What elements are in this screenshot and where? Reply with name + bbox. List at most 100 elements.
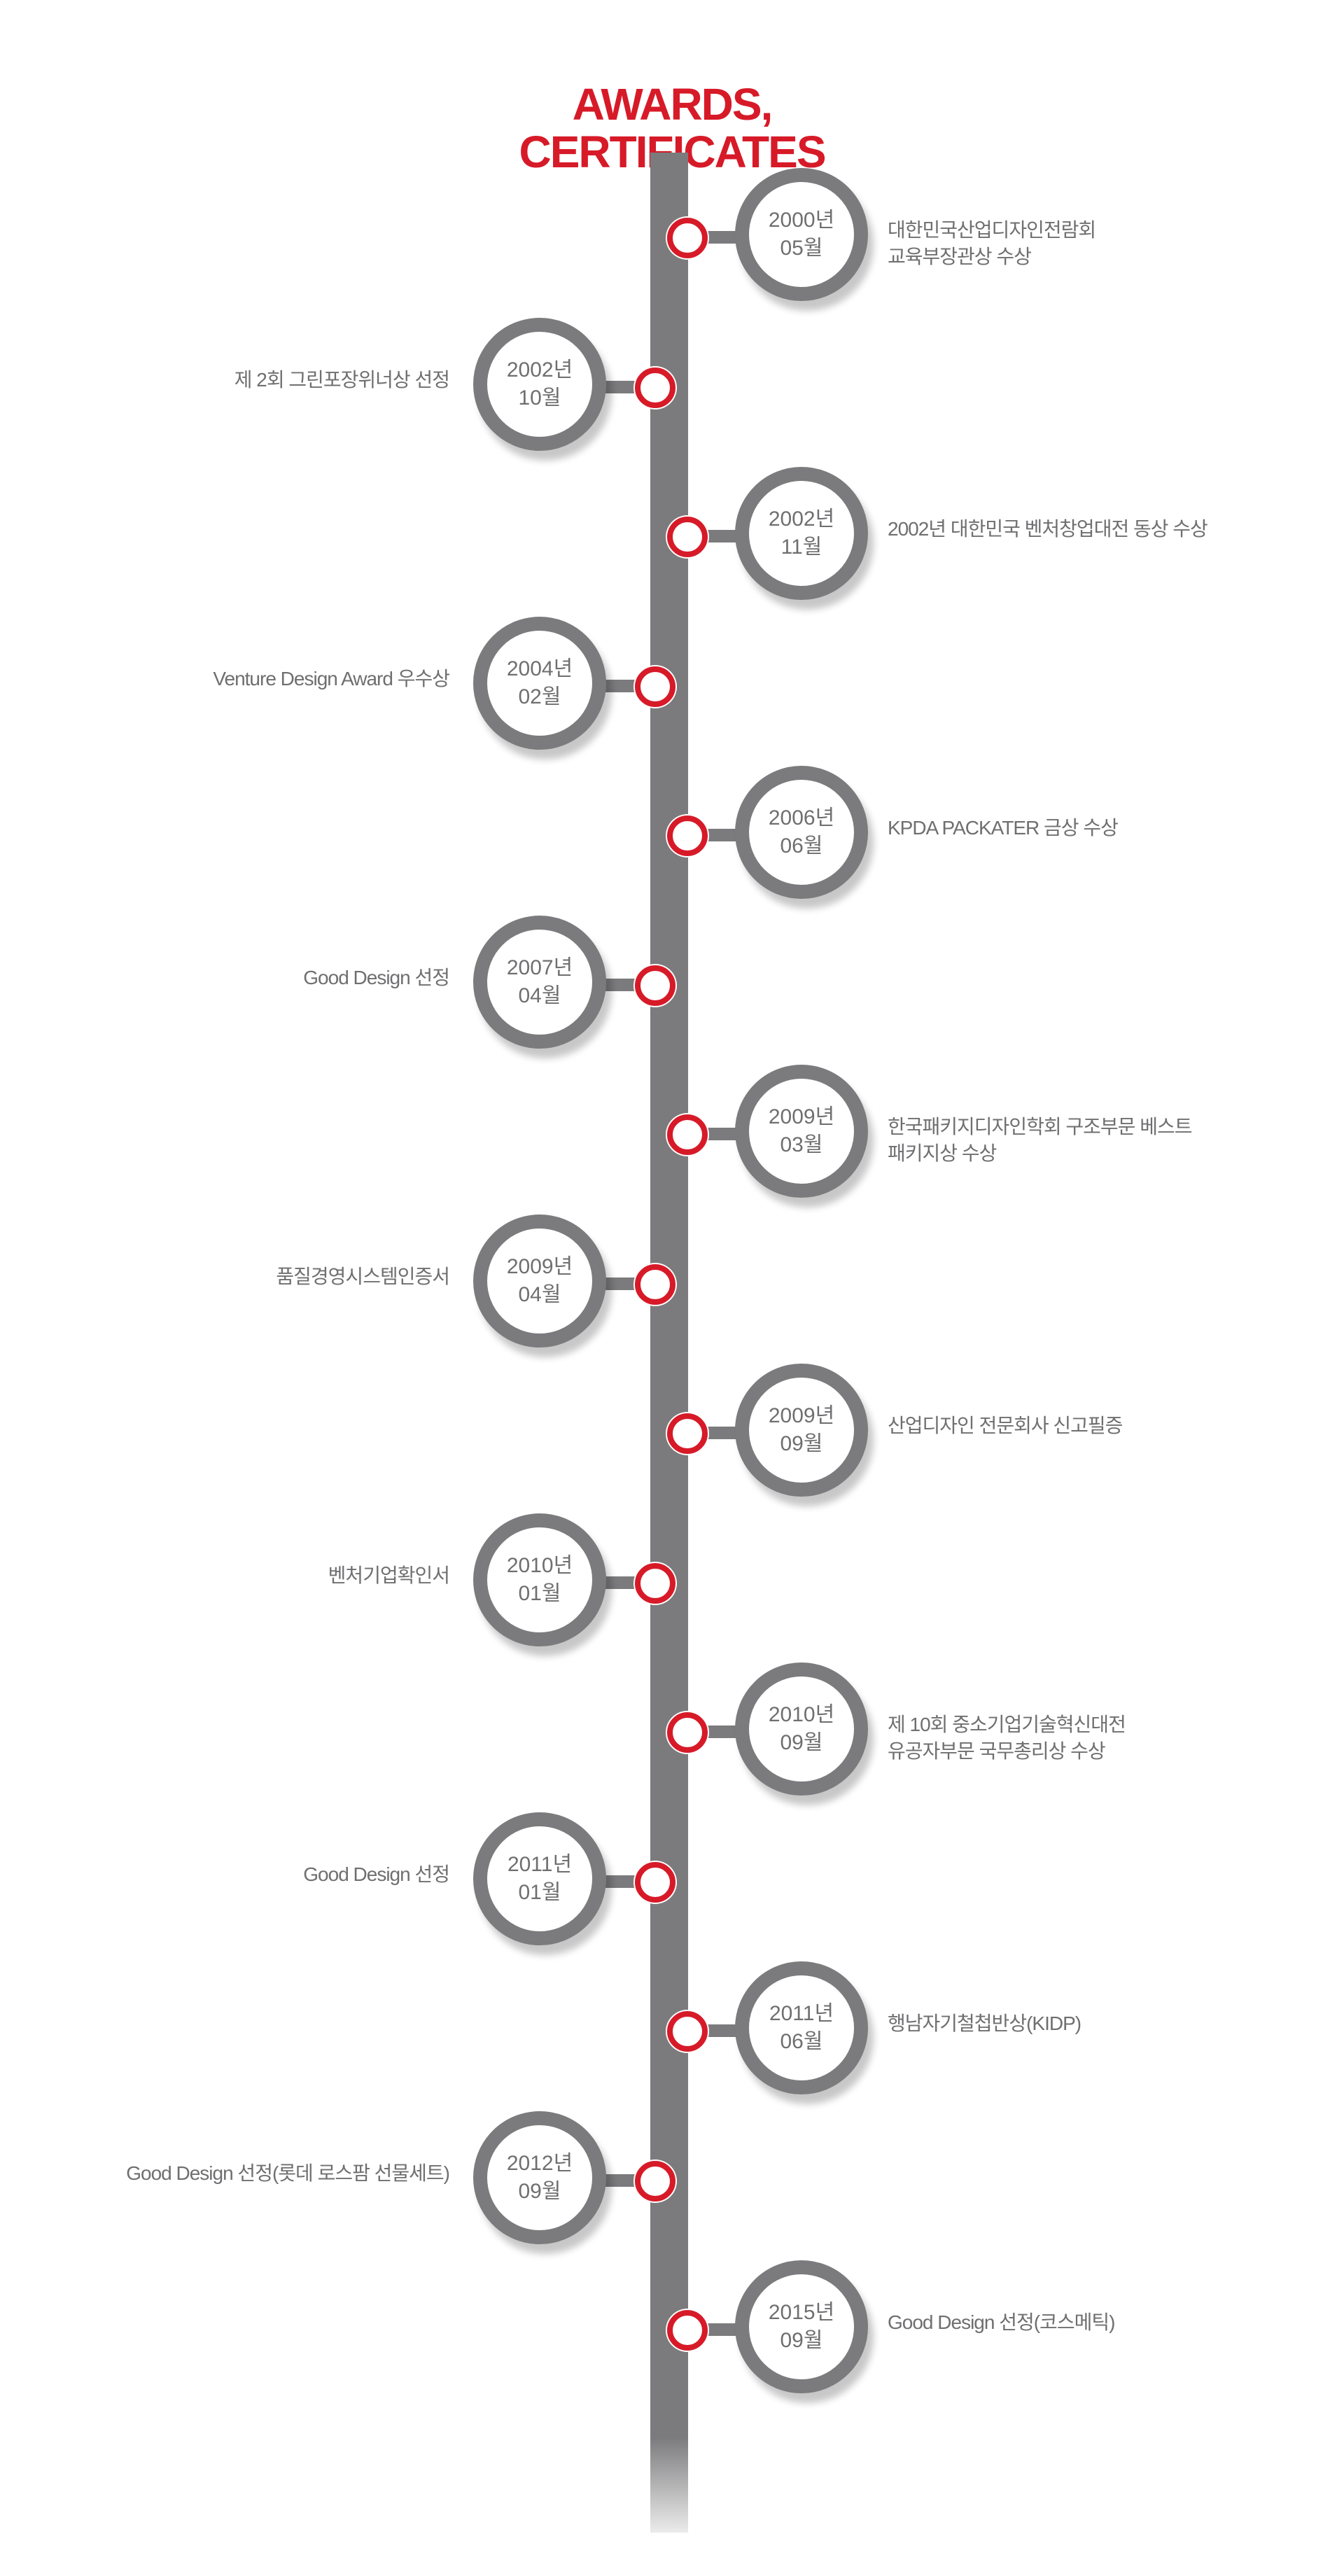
timeline-connector	[596, 680, 638, 692]
date-month: 01월	[518, 1582, 561, 1605]
award-description-line: 산업디자인 전문회사 신고필증	[888, 1415, 1123, 1436]
date-month: 06월	[780, 2030, 823, 2053]
date-year: 2015년	[768, 2301, 835, 2324]
award-description-line: 제 10회 중소기업기술혁신대전	[888, 1714, 1126, 1735]
date-year: 2002년	[506, 358, 573, 382]
date-month: 04월	[518, 1283, 561, 1306]
award-description-line: Good Design 선정	[303, 1863, 450, 1885]
timeline-connector	[596, 381, 638, 393]
award-description-line: Good Design 선정	[303, 967, 450, 988]
date-year: 2007년	[506, 956, 573, 979]
award-description-line: 제 2회 그린포장위너상 선정	[234, 369, 450, 391]
date-year: 2010년	[768, 1703, 835, 1726]
timeline-connector	[700, 829, 742, 841]
date-month: 02월	[518, 685, 561, 708]
award-description-line: 패키지상 수상	[888, 1142, 997, 1164]
award-description: Good Design 선정(코스메틱)	[888, 2309, 1115, 2336]
date-month: 10월	[518, 386, 561, 410]
date-bubble: 2002년 11월	[735, 467, 868, 600]
timeline-node-marker	[635, 1563, 676, 1604]
timeline-node-marker	[635, 368, 676, 408]
award-description: Venture Design Award 우수상	[213, 666, 450, 692]
award-description-line: Good Design 선정(롯데 로스팜 선물세트)	[126, 2162, 450, 2184]
award-description-line: 벤처기업확인서	[328, 1564, 450, 1586]
date-month: 09월	[780, 1432, 823, 1455]
timeline-node-marker	[635, 965, 676, 1006]
timeline-node-marker	[635, 666, 676, 707]
date-bubble: 2011년 06월	[735, 1961, 868, 2094]
award-description-line: 유공자부문 국무총리상 수상	[888, 1740, 1106, 1762]
timeline-node-marker	[667, 816, 708, 856]
timeline-node-marker	[667, 2310, 708, 2351]
date-bubble: 2010년 09월	[735, 1662, 868, 1795]
timeline-entry: 2015년 09월 Good Design 선정(코스메틱)	[0, 2260, 1344, 2400]
date-month: 09월	[780, 2329, 823, 2352]
timeline-connector	[596, 979, 638, 991]
award-description-line: KPDA PACKATER 금상 수상	[888, 817, 1119, 839]
timeline-connector	[700, 1427, 742, 1439]
award-description-line: Venture Design Award 우수상	[213, 668, 450, 690]
award-description: 제 2회 그린포장위너상 선정	[234, 367, 450, 393]
timeline-node-marker	[667, 1712, 708, 1753]
timeline-entry: 2002년 11월 2002년 대한민국 벤처창업대전 동상 수상	[0, 467, 1344, 607]
timeline-entry: 2004년 02월 Venture Design Award 우수상	[0, 617, 1344, 757]
timeline-connector	[596, 1576, 638, 1589]
award-description-line: 한국패키지디자인학회 구조부문 베스트	[888, 1116, 1192, 1138]
date-year: 2012년	[506, 2152, 573, 2175]
date-month: 06월	[780, 834, 823, 858]
date-year: 2011년	[507, 1853, 573, 1876]
date-year: 2011년	[769, 2002, 834, 2025]
timeline-connector	[700, 1128, 742, 1140]
date-year: 2009년	[768, 1105, 835, 1128]
award-description: Good Design 선정(롯데 로스팜 선물세트)	[126, 2160, 450, 2187]
award-description: KPDA PACKATER 금상 수상	[888, 815, 1119, 841]
timeline-node-marker	[635, 1862, 676, 1903]
award-description-line: 품질경영시스템인증서	[276, 1266, 450, 1287]
award-description: 2002년 대한민국 벤처창업대전 동상 수상	[888, 516, 1208, 542]
page-title-line-1: AWARDS,	[572, 78, 774, 130]
date-year: 2000년	[768, 209, 835, 232]
timeline-connector	[700, 2024, 742, 2037]
date-year: 2004년	[506, 657, 573, 680]
date-month: 05월	[780, 237, 823, 260]
date-bubble: 2011년 01월	[473, 1812, 606, 1945]
timeline-connector	[596, 2174, 638, 2187]
timeline-connector	[596, 1278, 638, 1290]
timeline-node-marker	[667, 2011, 708, 2052]
award-description: 품질경영시스템인증서	[276, 1264, 450, 1290]
award-description: 행남자기철첩반상(KIDP)	[888, 2010, 1082, 2037]
timeline-connector	[700, 2323, 742, 2336]
award-description-line: 교육부장관상 수상	[888, 246, 1032, 267]
date-month: 09월	[780, 1731, 823, 1754]
award-description-line: 대한민국산업디자인전람회	[888, 219, 1096, 241]
date-bubble: 2015년 09월	[735, 2260, 868, 2393]
award-description-line: 행남자기철첩반상(KIDP)	[888, 2012, 1082, 2034]
date-month: 11월	[780, 536, 822, 559]
timeline-node-marker	[667, 1114, 708, 1155]
timeline-connector	[700, 530, 742, 542]
date-bubble: 2004년 02월	[473, 617, 606, 750]
date-year: 2002년	[768, 507, 835, 531]
timeline-node-marker	[667, 218, 708, 258]
date-bubble: 2002년 10월	[473, 318, 606, 451]
timeline-entry: 2011년 06월 행남자기철첩반상(KIDP)	[0, 1961, 1344, 2101]
timeline-connector	[596, 1875, 638, 1888]
award-description-line: Good Design 선정(코스메틱)	[888, 2311, 1115, 2333]
award-description: Good Design 선정	[303, 1861, 450, 1888]
date-month: 01월	[518, 1881, 561, 1904]
